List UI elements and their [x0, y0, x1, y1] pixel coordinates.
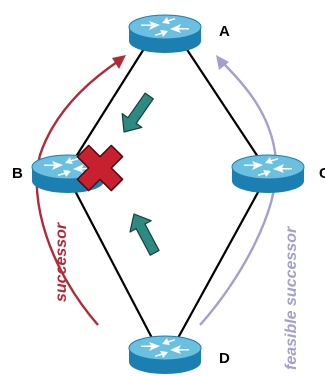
- router-icon: [128, 335, 202, 375]
- router-icon: [231, 154, 305, 194]
- successor-path: [35, 55, 126, 326]
- link-a-c: [177, 35, 263, 164]
- successor-label: successor: [53, 222, 70, 302]
- successor-arrowhead-icon: [112, 55, 126, 69]
- router-a: A: [128, 14, 230, 54]
- feasible-successor-arrowhead-icon: [216, 55, 229, 70]
- successor-curve: [35, 59, 121, 326]
- flow-arrow-down-icon: [113, 88, 160, 140]
- link-c-d: [177, 184, 263, 339]
- link-a-b: [71, 35, 153, 164]
- router-c: C: [231, 154, 325, 194]
- x-mark-icon: [76, 144, 124, 192]
- router-d-label: D: [219, 350, 230, 367]
- router-d: D: [128, 335, 230, 375]
- router-b: B: [12, 154, 105, 194]
- router-a-label: A: [219, 23, 230, 40]
- router-c-label: C: [319, 165, 325, 182]
- feasible-successor-label: feasible successor: [283, 226, 300, 370]
- links: [71, 35, 263, 339]
- feasible-successor-curve: [199, 61, 278, 326]
- link-b-d: [71, 184, 153, 339]
- router-b-label: B: [12, 165, 23, 182]
- flow-arrow-up-icon: [122, 207, 166, 260]
- router-icon: [128, 14, 202, 54]
